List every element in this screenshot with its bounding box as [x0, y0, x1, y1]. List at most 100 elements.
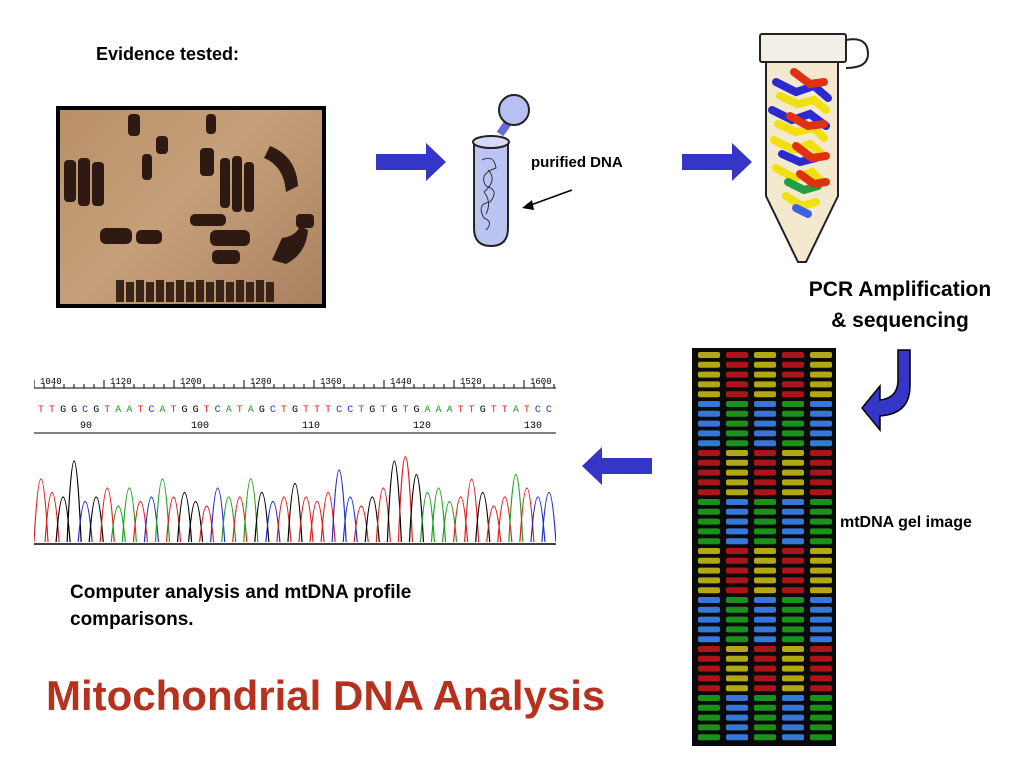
- gel-band: [754, 724, 776, 731]
- gel-band: [726, 695, 748, 701]
- gel-band: [782, 371, 804, 378]
- gel-band: [726, 518, 748, 525]
- sequence-base: A: [248, 405, 254, 416]
- gel-band: [754, 597, 776, 603]
- analysis-label-line2: comparisons.: [70, 609, 194, 630]
- gel-band: [810, 459, 832, 466]
- gel-band: [810, 597, 832, 603]
- gel-band: [810, 361, 832, 368]
- gel-image: [692, 348, 836, 746]
- bones-drawing: [64, 114, 314, 302]
- gel-band: [698, 597, 720, 603]
- gel-band: [698, 606, 720, 613]
- sequence-base: T: [104, 405, 110, 416]
- gel-band: [726, 420, 748, 427]
- gel-band: [782, 352, 804, 358]
- gel-band: [782, 704, 804, 711]
- pcr-label-line2: & sequencing: [831, 309, 969, 332]
- gel-band: [726, 479, 748, 486]
- sequence-base: A: [226, 405, 232, 416]
- gel-band: [698, 489, 720, 496]
- sequence-base: G: [60, 405, 66, 416]
- trace-peak: [243, 478, 259, 543]
- sequence-base: A: [115, 405, 121, 416]
- gel-band: [782, 410, 804, 417]
- gel-band: [754, 577, 776, 584]
- pcr-label-line1: PCR Amplification: [808, 278, 992, 301]
- gel-band: [810, 420, 832, 427]
- gel-band: [754, 606, 776, 613]
- sequence-base: T: [380, 405, 386, 416]
- sequence-base: A: [159, 405, 165, 416]
- gel-band: [782, 499, 804, 505]
- gel-band: [726, 489, 748, 496]
- gel-band: [810, 724, 832, 731]
- gel-band: [698, 675, 720, 682]
- sequence-base: T: [524, 405, 530, 416]
- sequence-base: T: [402, 405, 408, 416]
- gel-band: [698, 361, 720, 368]
- gel-band: [782, 606, 804, 613]
- gel-band: [698, 567, 720, 574]
- ruler-tick-label: 1040: [40, 377, 62, 387]
- gel-band: [726, 714, 748, 721]
- sequence-base: T: [171, 405, 177, 416]
- gel-band: [810, 538, 832, 545]
- gel-band: [698, 420, 720, 427]
- gel-band: [726, 557, 748, 564]
- gel-band: [782, 420, 804, 427]
- gel-band: [754, 538, 776, 545]
- sequence-base: T: [314, 405, 320, 416]
- gel-band: [782, 685, 804, 692]
- gel-band: [698, 636, 720, 643]
- sequence-base: G: [182, 405, 188, 416]
- position-label: 110: [302, 421, 320, 432]
- gel-band: [726, 528, 748, 535]
- gel-band: [754, 695, 776, 701]
- sequence-base: T: [358, 405, 364, 416]
- gel-band: [810, 567, 832, 574]
- gel-band: [698, 440, 720, 447]
- gel-band: [810, 548, 832, 554]
- gel-band: [782, 646, 804, 652]
- gel-band: [782, 459, 804, 466]
- gel-band: [726, 577, 748, 584]
- sequence-base: C: [535, 405, 541, 416]
- gel-band: [754, 626, 776, 633]
- trace-peak: [397, 455, 414, 543]
- gel-band: [810, 714, 832, 721]
- gel-band: [810, 499, 832, 505]
- sequence-base: T: [49, 405, 55, 416]
- slide-title: Mitochondrial DNA Analysis: [46, 672, 606, 719]
- gel-band: [782, 665, 804, 672]
- gel-band: [726, 665, 748, 672]
- gel-band: [810, 606, 832, 613]
- gel-band: [810, 528, 832, 535]
- sequence-base: T: [303, 405, 309, 416]
- gel-band: [754, 548, 776, 554]
- gel-band: [726, 450, 748, 456]
- gel-band: [698, 352, 720, 358]
- gel-band: [754, 469, 776, 476]
- position-label: 100: [191, 421, 209, 432]
- gel-band: [810, 440, 832, 447]
- gel-band: [754, 714, 776, 721]
- gel-band: [810, 410, 832, 417]
- gel-band: [782, 518, 804, 525]
- gel-band: [698, 616, 720, 623]
- gel-band: [810, 469, 832, 476]
- gel-band: [726, 587, 748, 594]
- gel-band: [698, 450, 720, 456]
- trace-peak: [154, 478, 171, 543]
- trace-peak: [508, 473, 524, 543]
- gel-band: [726, 459, 748, 466]
- gel-band: [754, 401, 776, 407]
- gel-band: [726, 636, 748, 643]
- ruler-tick-label: 1280: [250, 377, 272, 387]
- sequence-base: A: [424, 405, 430, 416]
- gel-band: [810, 508, 832, 515]
- analysis-label: Computer analysis and mtDNA profile comp…: [70, 579, 510, 633]
- gel-band: [726, 616, 748, 623]
- sequence-base: G: [413, 405, 419, 416]
- gel-band: [698, 548, 720, 554]
